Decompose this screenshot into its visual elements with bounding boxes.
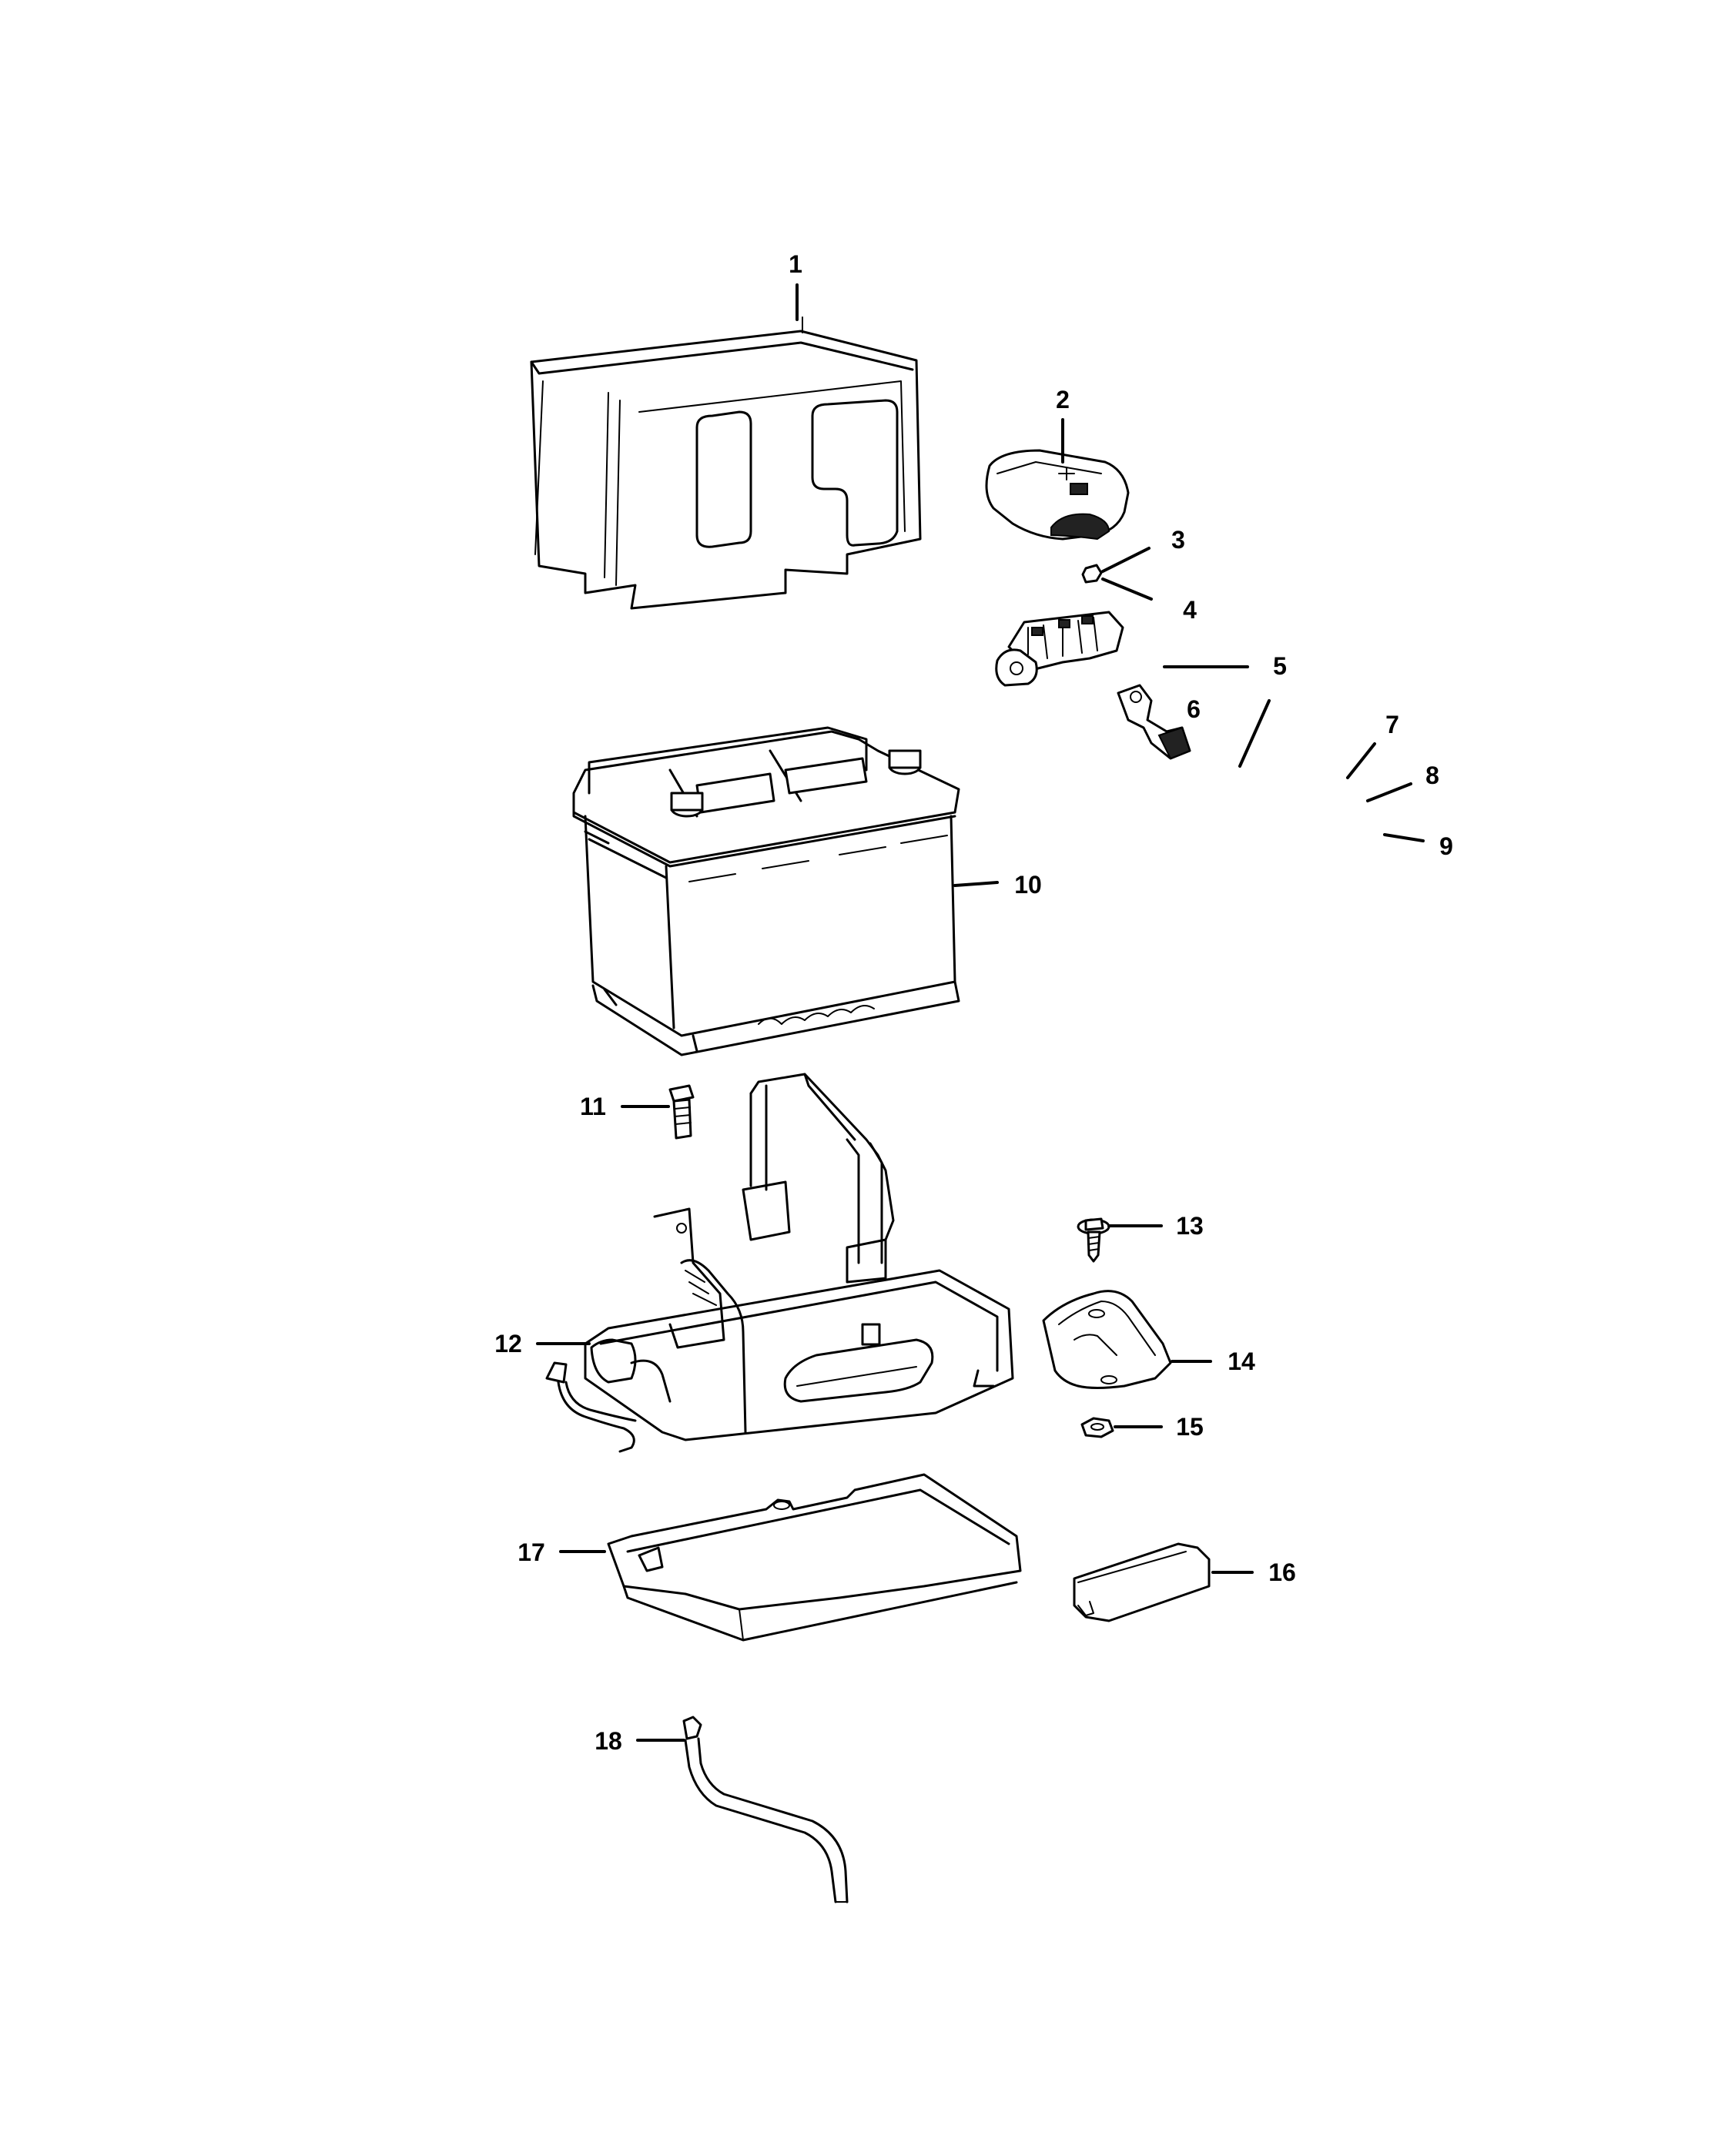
part-5-terminal-block: [995, 611, 1124, 687]
part-18-vent-tube: [682, 1716, 849, 1903]
callout-10: 10: [1014, 871, 1042, 899]
callout-18: 18: [595, 1727, 622, 1755]
part-17-tray-pad: [607, 1473, 1022, 1642]
callout-5: 5: [1273, 652, 1287, 680]
part-11-bolt: [668, 1084, 695, 1140]
callout-2: 2: [1056, 386, 1070, 413]
callout-3: 3: [1171, 526, 1185, 554]
callout-12: 12: [494, 1330, 522, 1358]
callout-4: 4: [1183, 596, 1197, 624]
callout-13: 13: [1176, 1212, 1204, 1240]
callout-labels: 1 2 3 4 5 6 7 8 9 10 11 12 13 14 15 16 1…: [494, 250, 1453, 1755]
callout-8: 8: [1425, 762, 1439, 789]
callout-15: 15: [1176, 1413, 1204, 1441]
callout-1: 1: [789, 250, 802, 278]
part-1-battery-shield: [530, 316, 922, 610]
part-2-terminal-cover: [985, 449, 1130, 541]
part-10-battery: [572, 726, 960, 1056]
part-6-cable-terminal: [1117, 684, 1191, 760]
part-14-bracket: [1042, 1290, 1172, 1389]
callout-7: 7: [1385, 711, 1399, 738]
leader-lines: [536, 283, 1425, 1742]
callout-11: 11: [580, 1093, 606, 1120]
callout-17: 17: [518, 1538, 545, 1566]
callout-14: 14: [1228, 1348, 1255, 1375]
callout-9: 9: [1439, 832, 1453, 860]
part-15-nut: [1080, 1417, 1114, 1438]
part-16-cover: [1073, 1542, 1211, 1622]
part-3-4-small-nut: [1081, 564, 1103, 584]
callout-16: 16: [1268, 1558, 1296, 1586]
callout-6: 6: [1187, 695, 1201, 723]
part-13-screw: [1077, 1217, 1110, 1263]
part-12-battery-tray: [545, 1073, 1014, 1453]
